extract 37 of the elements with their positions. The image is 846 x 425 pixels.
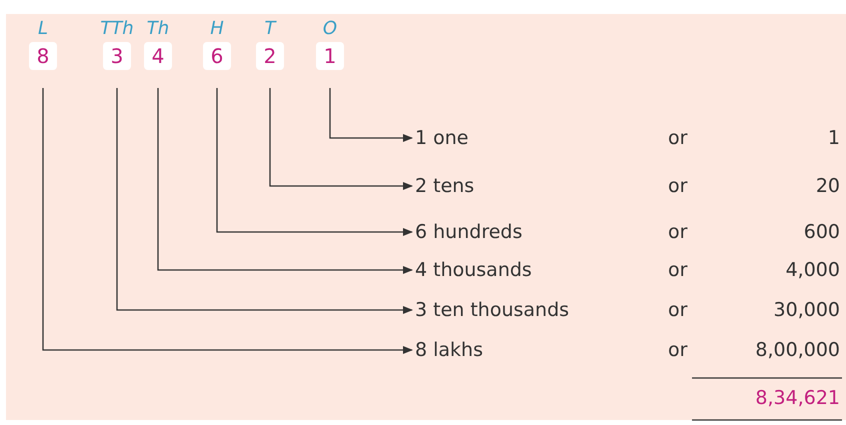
- value-number: 600: [804, 220, 840, 245]
- arrow: [116, 88, 413, 314]
- digit-box: 6: [203, 42, 231, 70]
- digit-box: 1: [316, 42, 344, 70]
- arrow: [42, 88, 413, 354]
- digit-box: 4: [144, 42, 172, 70]
- place-value-label: H: [209, 18, 225, 39]
- place-value-label: O: [322, 18, 338, 39]
- digit-box: 3: [103, 42, 131, 70]
- total-number: 8,34,621: [755, 386, 840, 411]
- arrow: [329, 88, 413, 142]
- value-number: 8,00,000: [755, 338, 840, 363]
- place-value-label: T: [264, 18, 278, 39]
- or-word: or: [668, 220, 688, 245]
- value-number: 1: [828, 126, 840, 151]
- value-number: 20: [816, 174, 840, 199]
- or-word: or: [668, 258, 688, 283]
- or-word: or: [668, 298, 688, 323]
- place-value-text: 2 tens: [415, 173, 474, 199]
- or-word: or: [668, 338, 688, 363]
- arrow: [269, 88, 413, 190]
- digit-box: 8: [29, 42, 57, 70]
- value-number: 30,000: [774, 298, 840, 323]
- arrow: [157, 88, 413, 274]
- place-value-text: 3 ten thousands: [415, 297, 570, 323]
- arrow: [216, 88, 413, 236]
- place-value-text: 1 one: [415, 125, 468, 151]
- place-value-label: L: [36, 18, 50, 39]
- place-value-text: 4 thousands: [415, 257, 532, 283]
- place-value-label: TTh: [99, 18, 135, 39]
- or-word: or: [668, 174, 688, 199]
- digit-box: 2: [256, 42, 284, 70]
- value-number: 4,000: [786, 258, 840, 283]
- or-word: or: [668, 126, 688, 151]
- place-value-text: 6 hundreds: [415, 219, 522, 245]
- place-value-label: Th: [146, 18, 170, 39]
- place-value-text: 8 lakhs: [415, 337, 483, 363]
